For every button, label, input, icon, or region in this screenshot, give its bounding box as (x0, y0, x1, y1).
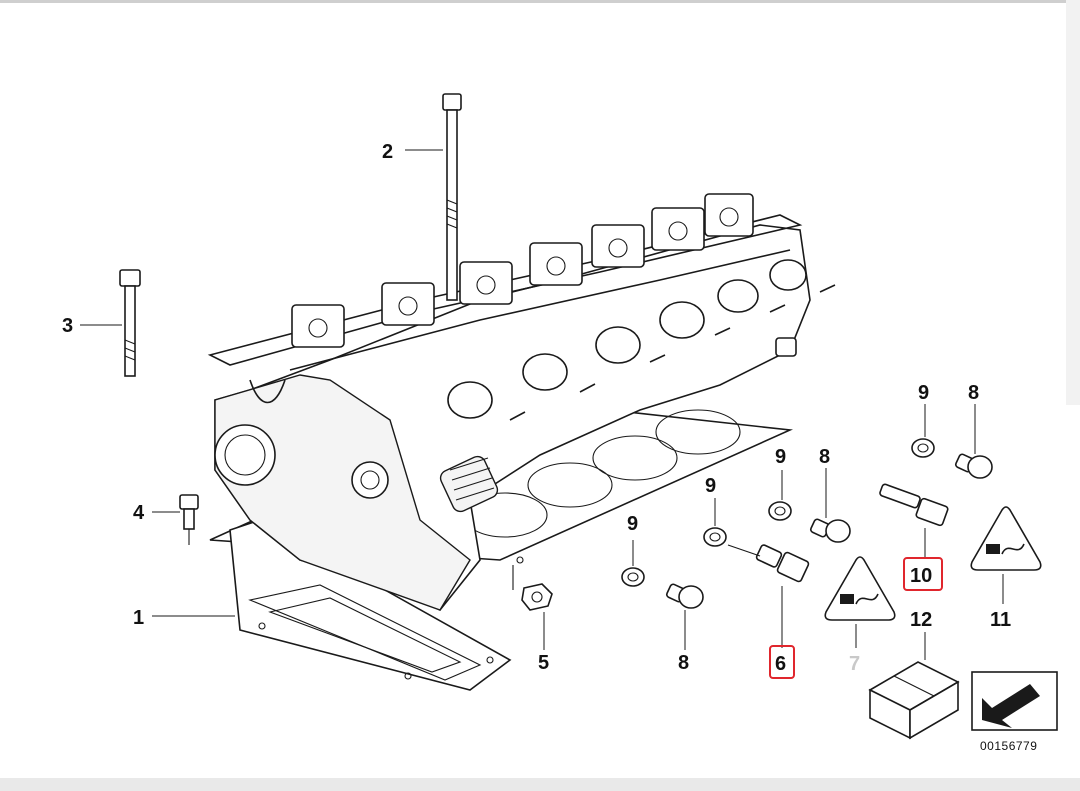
callout-9[interactable]: 9 (775, 446, 786, 468)
callout-8[interactable]: 8 (968, 382, 979, 404)
sealing-washer-icon[interactable] (703, 527, 727, 547)
callout-2[interactable]: 2 (382, 141, 393, 163)
bolt-icon[interactable] (119, 269, 141, 377)
leader-lines (80, 149, 1004, 660)
coolant-sensor-icon[interactable] (879, 483, 949, 527)
callout-8[interactable]: 8 (819, 446, 830, 468)
bottom-border (0, 778, 1080, 791)
small-bolt-icon[interactable] (179, 494, 199, 545)
callout-9[interactable]: 9 (627, 513, 638, 535)
top-border (0, 0, 1080, 3)
callout-7[interactable]: 7 (849, 653, 860, 675)
warning-triangle-icon[interactable] (970, 506, 1042, 571)
right-gutter (1066, 0, 1080, 405)
spring-icon (439, 455, 499, 513)
sealing-washer-icon[interactable] (621, 567, 645, 587)
callout-11[interactable]: 11 (990, 609, 1011, 631)
callout-3[interactable]: 3 (62, 315, 73, 337)
cylinder-head-icon[interactable] (207, 193, 836, 612)
callout-12[interactable]: 12 (910, 609, 932, 631)
arrow-box-icon[interactable] (971, 671, 1058, 731)
callout-9[interactable]: 9 (705, 475, 716, 497)
diagram-id: 00156779 (980, 739, 1037, 753)
screw-plug-icon[interactable] (954, 453, 993, 479)
temperature-sensor-icon[interactable] (727, 544, 810, 583)
kit-box-icon[interactable] (868, 661, 960, 740)
warning-triangle-icon[interactable] (824, 556, 896, 621)
callout-9[interactable]: 9 (918, 382, 929, 404)
callout-10[interactable]: 10 (910, 565, 932, 587)
nut-icon[interactable] (512, 565, 553, 611)
screw-plug-icon[interactable] (665, 583, 704, 609)
callout-8[interactable]: 8 (678, 652, 689, 674)
highlight-6 (769, 645, 795, 679)
callout-1[interactable]: 1 (133, 607, 144, 629)
callout-4[interactable]: 4 (133, 502, 145, 524)
screw-plug-icon[interactable] (809, 518, 851, 543)
camshaft-caps (291, 193, 754, 348)
sealing-washer-icon[interactable] (768, 501, 792, 521)
long-head-bolt-icon[interactable] (442, 93, 462, 301)
highlight-10 (903, 557, 943, 591)
sealing-washer-icon[interactable] (911, 438, 935, 458)
exhaust-ports (447, 259, 807, 419)
callout-5[interactable]: 5 (538, 652, 549, 674)
callout-6[interactable]: 6 (775, 653, 786, 675)
